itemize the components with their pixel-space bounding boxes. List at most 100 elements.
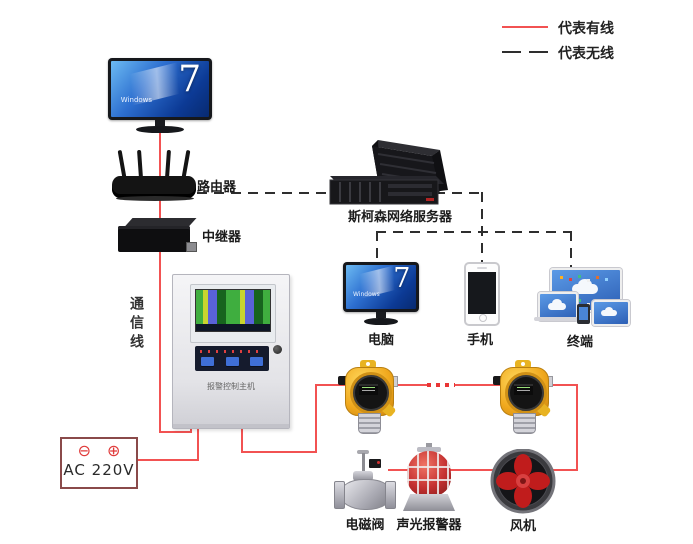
- router-foot: [116, 196, 194, 201]
- repeater-label: 中继器: [202, 230, 242, 245]
- gas-detector-2: [493, 360, 553, 436]
- server-graphic: [329, 140, 448, 205]
- router-antenna: [117, 149, 127, 179]
- valve-top-cap: [357, 450, 369, 454]
- detector-ring: [505, 372, 547, 414]
- monitor-frame: 7 Windows: [108, 58, 212, 120]
- detector-display: [359, 384, 378, 395]
- windows-brand-text: Windows: [353, 291, 380, 299]
- comm-line-label: 通信线: [128, 296, 144, 353]
- terminal-phone: [577, 304, 590, 324]
- panel-label: 报警控制主机: [207, 382, 255, 391]
- legend-wired-label: 代表有线: [558, 21, 614, 37]
- detector-conduit-left: [493, 376, 503, 385]
- panel-indicator-leds: [200, 350, 262, 353]
- detector-sensor-cylinder: [513, 413, 536, 434]
- beacon-cage: [407, 451, 451, 496]
- wire-detector2-out: [548, 384, 578, 386]
- router-antenna: [181, 149, 191, 179]
- detector-display: [514, 384, 533, 395]
- app-icons: [560, 276, 563, 279]
- panel-screen-statusbar: [196, 324, 270, 331]
- wire-monitor-router-repeater: [159, 122, 161, 433]
- panel-screen: [195, 289, 271, 332]
- panel-button: [225, 357, 239, 366]
- pc-device: 7 Windows: [343, 262, 419, 325]
- legend-wireless-label: 代表无线: [558, 46, 614, 62]
- wire-right-drop: [576, 384, 578, 471]
- valve-stem: [362, 453, 365, 474]
- wire-panel-out-h: [241, 451, 317, 453]
- terminal-device: [534, 268, 630, 326]
- detector-mount-ear: [515, 360, 531, 369]
- polarity-symbols: ⊖ ⊕: [62, 442, 136, 460]
- wireless-server-drop: [481, 192, 483, 264]
- wire-power-h: [134, 459, 199, 461]
- beacon-label: 声光报警器: [396, 518, 462, 533]
- server-label: 斯柯森网络服务器: [348, 210, 453, 225]
- windows-seven-text: 7: [178, 61, 202, 100]
- phone-label: 手机: [466, 333, 493, 348]
- wire-panel-out-v: [241, 423, 243, 453]
- wire-power-to-panel: [197, 421, 199, 461]
- panel-bottom-edge: [173, 424, 289, 428]
- wire-comm-elbow-h: [159, 431, 192, 433]
- valve-actuator: [369, 459, 381, 468]
- terminal-laptop: [538, 292, 578, 321]
- minus-terminal-icon: ⊖: [77, 441, 91, 460]
- legend-wireless-line: [502, 51, 548, 53]
- gas-detector-1: [338, 360, 398, 436]
- beacon-finial: [426, 443, 432, 448]
- panel-button: [250, 357, 263, 366]
- wire-riser-to-detectors: [315, 384, 317, 453]
- wireless-distribution: [376, 231, 572, 233]
- pc-frame: 7 Windows: [343, 262, 419, 312]
- wire-detector1-out: [390, 384, 427, 386]
- solenoid-valve-device: [334, 450, 396, 514]
- legend-wired-line: [502, 26, 548, 28]
- terminal-laptop-base: [534, 317, 578, 321]
- pc-base: [363, 318, 399, 325]
- monitor-neck: [155, 120, 165, 126]
- pc-screen: 7 Windows: [346, 265, 416, 309]
- repeater-device: [116, 216, 197, 256]
- wireless-to-pc: [376, 231, 378, 263]
- server-device: [328, 140, 464, 210]
- detector-mount-ear: [360, 360, 376, 369]
- repeater-body: [118, 226, 190, 252]
- panel-lock-knob: [273, 345, 282, 354]
- wire-output-devices: [388, 469, 578, 471]
- fan-label: 风机: [509, 519, 536, 534]
- router-body: [112, 176, 196, 198]
- valve-flange-right: [385, 481, 396, 509]
- valve-bonnet: [353, 471, 373, 481]
- router-antenna: [165, 149, 171, 179]
- cloud-icon: [601, 306, 617, 316]
- wire-to-detector1: [315, 384, 350, 386]
- terminal-tablet: [592, 300, 630, 326]
- terminal-label: 终端: [566, 335, 593, 350]
- terminal-phone-screen: [579, 307, 588, 320]
- plus-terminal-icon: ⊕: [107, 441, 121, 460]
- alarm-control-panel: 报警控制主机: [172, 274, 290, 429]
- ac-voltage-label: AC 220V: [63, 461, 135, 479]
- valve-flange-left: [334, 481, 345, 509]
- panel-button: [201, 357, 214, 366]
- phone-screen: [468, 272, 496, 314]
- phone-device: [464, 262, 500, 326]
- fan-device: [488, 448, 558, 515]
- pc-neck: [376, 312, 386, 318]
- detector-sensor-cylinder: [358, 413, 381, 434]
- panel-keypad: [195, 346, 269, 371]
- phone-home-button: [479, 314, 487, 322]
- panel-screen-bezel: [190, 284, 276, 343]
- router-label: 路由器: [197, 180, 237, 195]
- pc-label: 电脑: [367, 333, 394, 348]
- cloud-icon: [572, 278, 598, 294]
- cloud-icon: [548, 299, 566, 310]
- wire-to-detector2: [455, 384, 503, 386]
- valve-label: 电磁阀: [345, 518, 385, 533]
- windows-seven-text: 7: [393, 265, 411, 295]
- beacon-base: [403, 494, 455, 511]
